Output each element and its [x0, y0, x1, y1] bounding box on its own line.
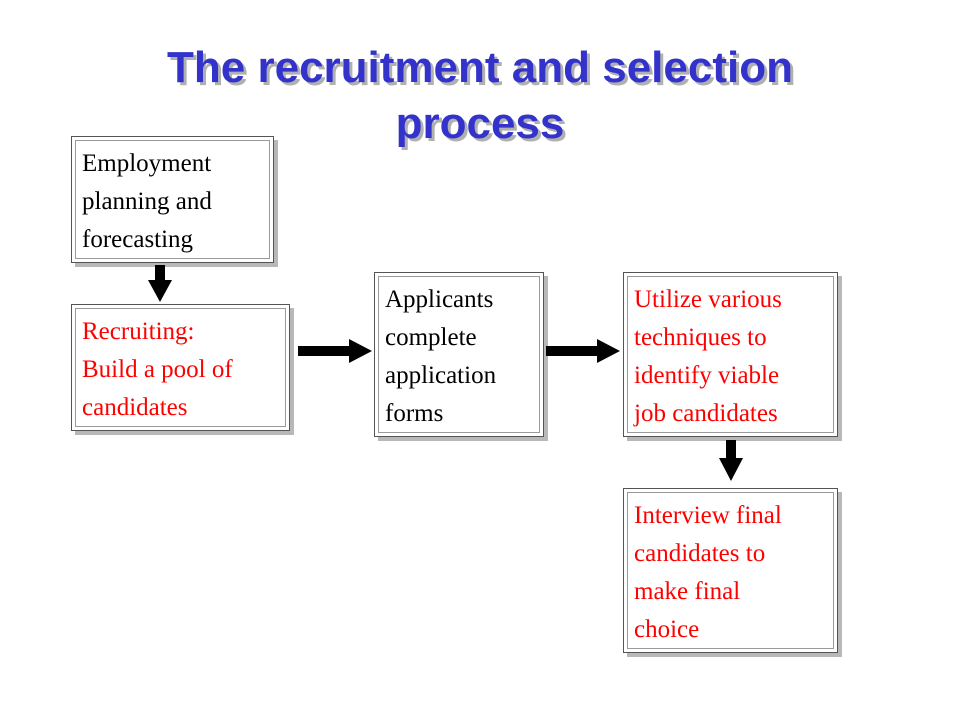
interview-label: Interview final candidates to make final… [634, 502, 782, 643]
arrow-applicants-to-techniques [546, 339, 620, 363]
employment-planning-label: Employment planning and forecasting [82, 150, 212, 253]
arrow-techniques-to-interview [719, 440, 743, 481]
arrow-planning-to-recruiting [148, 265, 172, 302]
utilize-techniques-label: Utilize various techniques to identify v… [634, 286, 782, 427]
utilize-techniques-box: Utilize various techniques to identify v… [623, 272, 838, 437]
arrow-recruiting-to-applicants [298, 339, 372, 363]
slide-title: The recruitment and selection process [167, 43, 793, 148]
recruiting-label: Recruiting: Build a pool of candidates [82, 318, 233, 421]
recruiting-box: Recruiting: Build a pool of candidates [71, 304, 290, 431]
applicants-label: Applicants complete application forms [385, 286, 497, 427]
applicants-box: Applicants complete application forms [374, 272, 544, 437]
